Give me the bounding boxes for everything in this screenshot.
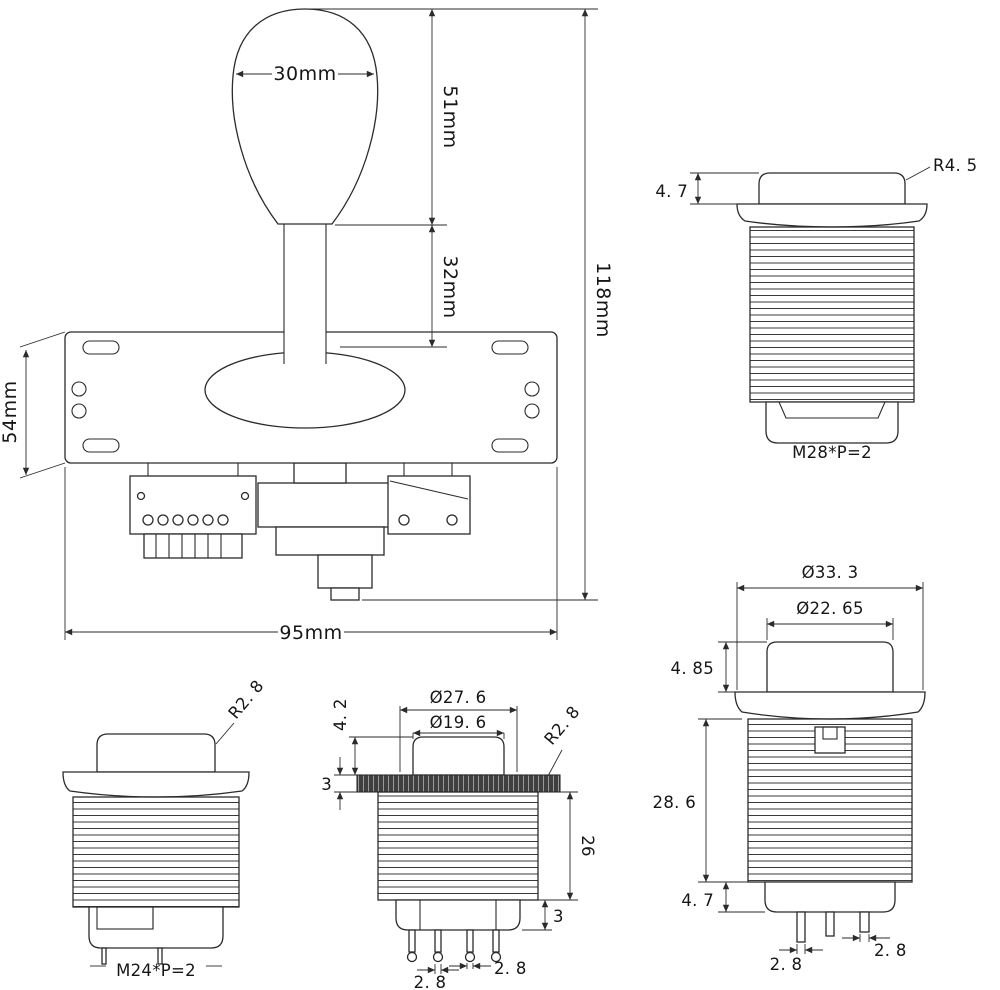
m24-thread-spec: M24*P=2 [116,961,196,980]
dim-upper-height: 51mm [439,85,461,148]
dim-27-terminal-b: 2. 8 [494,959,527,978]
m28-cap [758,172,906,205]
bat-top-handle [231,8,379,225]
m28-base [765,401,899,444]
m28-thread-spec: M28*P=2 [792,443,872,462]
dim-shaft-height: 32mm [439,255,461,318]
b33-base [764,881,896,913]
joystick-dimensions: 51mm 32mm 118mm 54mm 95mm [0,8,614,644]
dim-33-terminal-a: 2. 8 [770,955,803,974]
dim-33-outer-diameter: Ø33. 3 [802,563,859,582]
dim-27-base-height: 3 [553,907,564,926]
button-33-drawing: Ø33. 3 Ø22. 65 4. 85 28. 6 4. 7 2. 8 [653,563,926,974]
button-m28-drawing: M28*P=2 R4. 5 4. 7 [655,156,977,462]
m28-threaded-body [749,226,915,403]
joystick-shaft [283,224,327,364]
b33-cap [766,641,894,693]
m24-threaded-body [72,796,240,908]
dim-33-terminal-b: 2. 8 [874,941,907,960]
dim-33-body-height: 28. 6 [653,793,696,812]
b27-threaded-body [377,791,539,901]
b27-terminals [406,929,502,963]
dim-ball-diameter: 30mm [273,63,336,85]
dim-33-plunger-diameter: Ø22. 65 [796,599,864,618]
dim-27-outer-diameter: Ø27. 6 [430,688,487,707]
b27-base [395,899,521,931]
dim-33-base-height: 4. 7 [681,891,714,910]
b33-terminal [796,911,806,943]
m24-base [88,906,224,949]
joystick-mechanism [129,462,471,601]
dim-27-cap-height: 4. 2 [331,698,350,731]
dim-27-terminal-a: 2. 8 [414,973,447,990]
dim-plate-depth: 54mm [0,380,21,443]
dim-m28-cap-height: 4. 7 [655,182,688,201]
dim-plate-width: 95mm [279,622,342,644]
dim-27-corner-radius: R2. 8 [541,702,584,748]
dim-33-cap-height: 4. 85 [671,659,714,678]
m24-terminal [101,947,107,965]
b33-terminal [825,911,835,937]
m24-cap [96,733,216,773]
m28-flange [736,203,928,228]
dim-27-plunger-diameter: Ø19. 6 [430,713,487,732]
m24-flange [62,771,250,798]
b27-knurled-flange [356,774,561,793]
button-27-drawing: Ø27. 6 Ø19. 6 4. 2 3 R2. 8 [321,688,597,990]
b33-flange [734,691,926,720]
dim-m24-corner-radius: R2. 8 [225,676,268,722]
b33-terminal [859,911,870,933]
right-microswitch [387,475,471,535]
dim-total-height: 118mm [592,262,614,338]
dim-27-body-height: 26 [578,835,597,857]
dim-ball: 30mm [236,63,374,85]
b27-cap [412,736,505,776]
button-m24-drawing: M24*P=2 R2. 8 [62,676,268,980]
m24-terminal [157,947,163,965]
joystick-drawing: 30mm 51mm 32mm 118mm 54mm 95mm [0,8,614,644]
dim-27-flange-height: 3 [321,775,332,794]
dim-m28-corner-radius: R4. 5 [933,156,977,175]
